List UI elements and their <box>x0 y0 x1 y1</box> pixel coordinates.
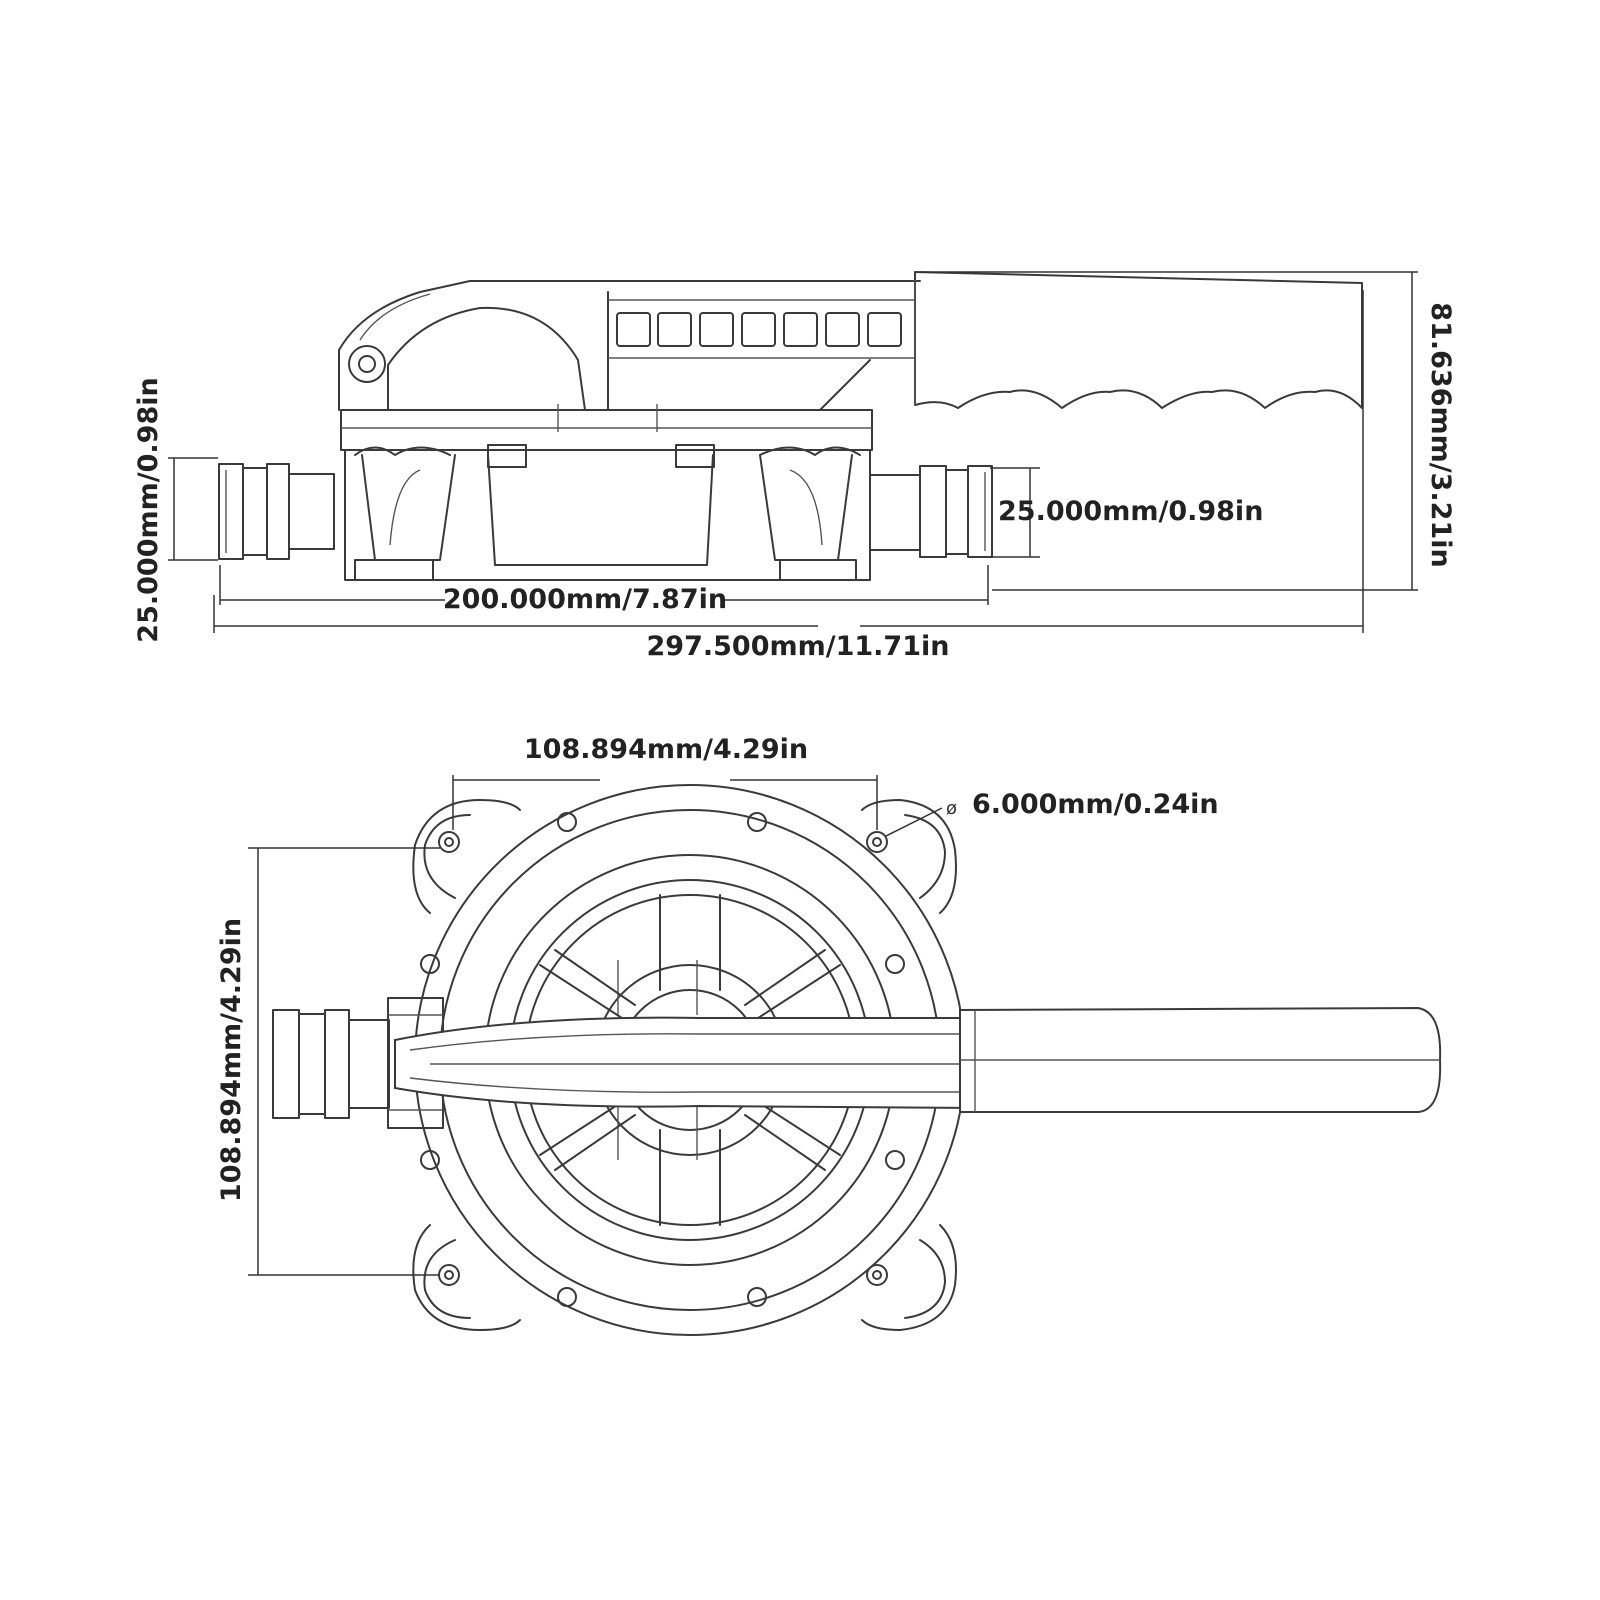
side-right-hose-barb <box>869 465 993 558</box>
side-dimension-lines <box>168 271 1418 633</box>
side-handle <box>914 271 1363 409</box>
bolt-spacing-y-label: 108.894mm/4.29in <box>216 918 247 1202</box>
top-view: 108.894mm/4.29in 108.894mm/4.29in ø 6.00… <box>216 734 1442 1336</box>
top-lever-arm <box>394 1016 981 1110</box>
diaphragm-spokes <box>539 894 841 1226</box>
left-hose-diameter-label: 25.000mm/0.98in <box>133 377 164 642</box>
right-hose-diameter-label: 25.000mm/0.98in <box>998 496 1263 527</box>
overall-height-label: 81.636mm/3.21in <box>1425 302 1456 567</box>
bolt-hole-label: 6.000mm/0.24in <box>972 789 1219 820</box>
top-handle <box>959 1006 1442 1113</box>
mounting-ears <box>412 799 957 1331</box>
side-pump-body <box>340 404 873 581</box>
side-rack-teeth <box>616 312 902 347</box>
bolt-spacing-x-label: 108.894mm/4.29in <box>524 734 808 765</box>
overall-length-label: 297.500mm/11.71in <box>647 631 950 662</box>
side-lever-mechanism <box>338 280 921 411</box>
bolt-holes <box>420 812 905 1307</box>
side-view: 25.000mm/0.98in 25.000mm/0.98in 200.000m… <box>133 271 1456 662</box>
diameter-symbol: ø <box>946 798 957 819</box>
port-spacing-label: 200.000mm/7.87in <box>443 584 727 615</box>
side-left-hose-barb <box>218 463 335 560</box>
top-dimension-lines <box>248 775 943 1276</box>
